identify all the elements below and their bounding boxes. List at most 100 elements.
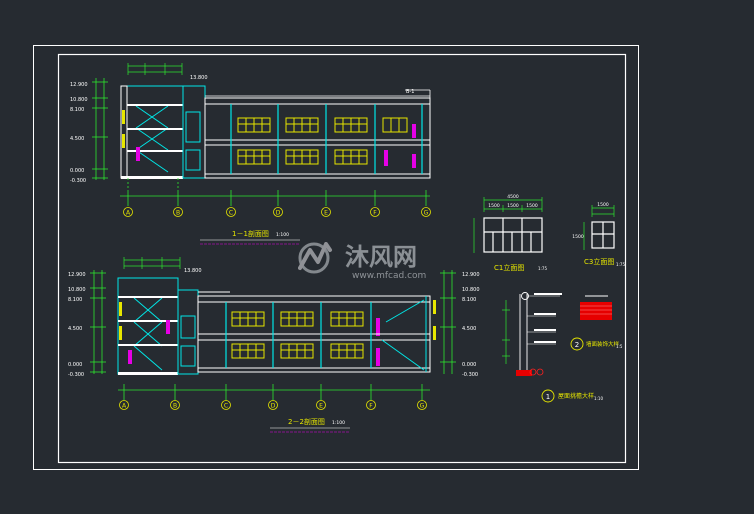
elev-label: 10.800 (68, 287, 86, 293)
top-elev-label: 13.800 (190, 75, 208, 81)
axis-label: G (420, 403, 425, 410)
detail-drawings: 1 屋面挑檐大样 1:10 2 墙面装饰大样 1:5 (502, 292, 623, 403)
section1-scale: 1:100 (276, 232, 289, 238)
c1-dims (473, 197, 543, 253)
c1-dim: 1500 (507, 203, 519, 209)
c3-title: C3立面图 (584, 257, 614, 266)
detail2-number: 2 (575, 341, 579, 349)
section2-magenta-doors (128, 318, 380, 366)
section1-title: 1－1剖面图 (232, 229, 269, 238)
elev-label: 0.000 (462, 362, 476, 368)
detail1-scale: 1:10 (594, 396, 603, 401)
section2-right-elevations: 12.900 10.800 8.100 4.500 0.000 -0.300 (462, 272, 480, 378)
top-elev-label: 13.800 (184, 268, 202, 274)
detail2-scale: 1:5 (616, 344, 623, 349)
detail1-footing (516, 370, 532, 376)
section1-bottom-dims (120, 178, 430, 206)
watermark-url: www.mfcad.com (352, 271, 426, 281)
axis-label: A (122, 403, 127, 410)
c1-dim: 4500 (507, 194, 519, 200)
magenta-door (136, 147, 140, 161)
c1-title: C1立面图 (494, 263, 524, 272)
c1-dim: 1500 (526, 203, 538, 209)
elev-label: 4.500 (70, 136, 84, 142)
section1-columns (230, 104, 423, 174)
section2-bottom-dims (118, 384, 430, 400)
inner-frame (57, 53, 627, 464)
axis-label: A (126, 210, 131, 217)
section1-top-dims (127, 63, 183, 75)
section1-roof (205, 89, 431, 178)
c1-scale: 1:75 (538, 266, 547, 271)
elev-label: 8.100 (462, 297, 476, 303)
axis-label: E (324, 210, 328, 217)
section2-main-body (197, 291, 431, 373)
elev-label: 8.100 (68, 297, 82, 303)
section1-windows (237, 117, 408, 165)
outer-frame (33, 45, 639, 470)
section-1-1: 12.900 10.800 8.100 4.500 0.000 -0.300 1… (70, 63, 431, 245)
detail1-red-markers (529, 368, 544, 376)
elev-label: 10.800 (70, 97, 88, 103)
window-c3-elevation: 1500 1500 C3立面图 1:75 (572, 202, 625, 267)
section2-right-stair (381, 296, 427, 372)
c3-dim: 1500 (597, 202, 609, 208)
detail1-leader-lines (527, 295, 560, 345)
axis-label: B (176, 210, 180, 217)
section2-left-dim-chain (90, 270, 106, 374)
axis-label: F (369, 403, 373, 410)
elev-label: -0.300 (70, 178, 86, 184)
section1-main-body (204, 97, 431, 179)
detail2-title: 墙面装饰大样 (586, 340, 620, 348)
section-2-2: 12.900 10.800 8.100 4.500 0.000 -0.300 1… (68, 257, 480, 433)
section2-right-dim-chain (440, 270, 456, 374)
section2-left-elevations: 12.900 10.800 8.100 4.500 0.000 -0.300 (68, 272, 86, 378)
elev-label: -0.300 (68, 372, 84, 378)
section2-title: 2－2剖面图 (288, 417, 325, 426)
c1-dim: 1500 (488, 203, 500, 209)
section1-left-elevations: 12.900 10.800 8.100 4.500 0.000 -0.300 (70, 82, 88, 184)
elev-label: 12.900 (70, 82, 88, 88)
elev-label: 12.900 (462, 272, 480, 278)
section1-left-dim-chain (92, 78, 108, 180)
detail1-note-blocks (534, 293, 562, 343)
c1-window (483, 217, 543, 253)
elev-label: 0.000 (68, 362, 82, 368)
axis-label: B (173, 403, 177, 410)
watermark-emblem (298, 242, 332, 274)
detail1-callout: 1 屋面挑檐大样 1:10 (541, 389, 603, 403)
section2-windows (231, 311, 364, 359)
section2-top-dims (123, 257, 181, 269)
axis-label: C (229, 210, 233, 217)
section2-stair-slabs (118, 296, 178, 375)
section2-tower-b (177, 289, 199, 375)
detail2-block (580, 295, 612, 320)
section2-yellow-windows (119, 300, 436, 340)
section1-tower-b (182, 85, 206, 179)
section1-stair-tower (120, 85, 184, 179)
detail2-hatch (580, 305, 612, 315)
window-c1-elevation: 4500 1500 1500 1500 C1立面图 1:75 (473, 194, 547, 272)
elev-label: 4.500 (68, 326, 82, 332)
elev-label: 10.800 (462, 287, 480, 293)
elev-label: 4.500 (462, 326, 476, 332)
detail1-eave (519, 292, 529, 370)
detail1-dims (502, 300, 510, 364)
section1-axis-bubbles: A B C D E F G (123, 207, 431, 217)
axis-label: E (319, 403, 323, 410)
detail2-callout: 2 墙面装饰大样 1:5 (570, 337, 623, 351)
axis-label: C (224, 403, 228, 410)
detail1-title: 屋面挑檐大样 (558, 392, 594, 400)
elev-label: 12.900 (68, 272, 86, 278)
elev-label: -0.300 (462, 372, 478, 378)
section2-columns (225, 302, 372, 368)
section2-scale: 1:100 (332, 420, 345, 426)
axis-label: D (271, 403, 276, 410)
yellow-window (122, 110, 125, 124)
elev-label: 0.000 (70, 168, 84, 174)
c3-dims (583, 205, 615, 250)
yellow-window (122, 134, 125, 148)
watermark-brand: 沐风网 (345, 243, 417, 271)
